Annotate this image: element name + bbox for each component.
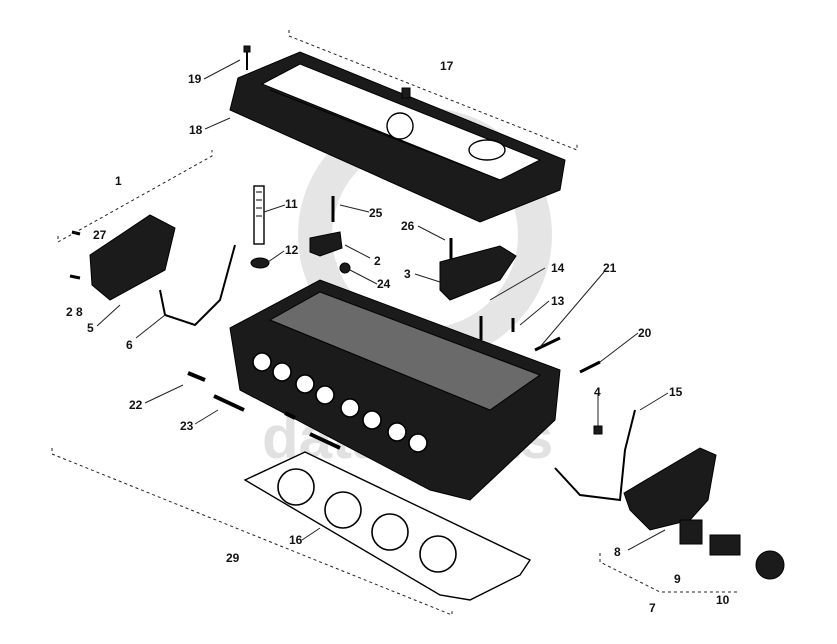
callout-28: 2 8 — [66, 305, 83, 319]
outlet-8 — [679, 519, 703, 545]
head-gasket — [243, 451, 532, 601]
callout-11: 11 — [285, 197, 298, 211]
dowel-a — [284, 411, 296, 420]
pin-21 — [534, 336, 561, 352]
cover-27 — [89, 214, 176, 301]
stud-11 — [253, 185, 265, 245]
callout-8: 8 — [614, 545, 621, 559]
callout-12: 12 — [285, 243, 299, 257]
callout-22: 22 — [129, 398, 143, 412]
plug-4 — [593, 425, 603, 435]
callout-1: 1 — [115, 174, 122, 188]
housing-9 — [623, 447, 717, 531]
dowel-b — [309, 432, 341, 450]
callouts: 1 2 3 4 5 6 7 8 9 10 11 12 13 14 15 16 1… — [66, 59, 730, 615]
callout-24: 24 — [377, 277, 391, 291]
dowel-22 — [187, 371, 206, 382]
bearing-cap-3 — [439, 245, 517, 301]
callout-20: 20 — [638, 326, 652, 340]
callout-6: 6 — [126, 338, 133, 352]
gasket-6 — [159, 244, 236, 327]
callout-16: 16 — [289, 533, 303, 547]
callout-21: 21 — [603, 261, 617, 275]
cylinder-head — [229, 279, 561, 501]
callout-17: 17 — [440, 59, 454, 73]
sensor-10 — [709, 534, 741, 556]
nut-24 — [339, 262, 351, 274]
callout-15: 15 — [669, 385, 683, 399]
washer-12 — [250, 257, 270, 269]
callout-26: 26 — [401, 219, 415, 233]
gasket-15 — [554, 409, 636, 502]
bolt-19 — [243, 45, 251, 70]
callout-7: 7 — [649, 601, 656, 615]
callout-2: 2 — [374, 254, 381, 268]
callout-27: 27 — [93, 228, 107, 242]
callout-25: 25 — [369, 206, 383, 220]
callout-9: 9 — [674, 572, 681, 586]
bracket-7 — [599, 553, 737, 593]
valve-cover — [229, 51, 566, 223]
callout-5: 5 — [87, 321, 94, 335]
callout-29: 29 — [226, 551, 240, 565]
cap-7 — [755, 550, 785, 580]
callout-10: 10 — [716, 593, 730, 607]
callout-13: 13 — [551, 294, 565, 308]
callout-4: 4 — [594, 385, 601, 399]
leader-lines — [96, 59, 669, 551]
callout-18: 18 — [189, 123, 203, 137]
bolt-28 — [69, 274, 81, 280]
dowel-23 — [213, 394, 245, 412]
callout-23: 23 — [180, 419, 194, 433]
bolt-27 — [71, 230, 81, 236]
bearing-cap-2 — [309, 231, 343, 257]
callout-14: 14 — [551, 261, 565, 275]
bracket-17 — [288, 30, 578, 151]
pin-20 — [579, 360, 601, 374]
callout-19: 19 — [188, 72, 202, 86]
bracket-1 — [57, 150, 213, 243]
callout-3: 3 — [404, 267, 411, 281]
bracket-29 — [51, 448, 453, 616]
